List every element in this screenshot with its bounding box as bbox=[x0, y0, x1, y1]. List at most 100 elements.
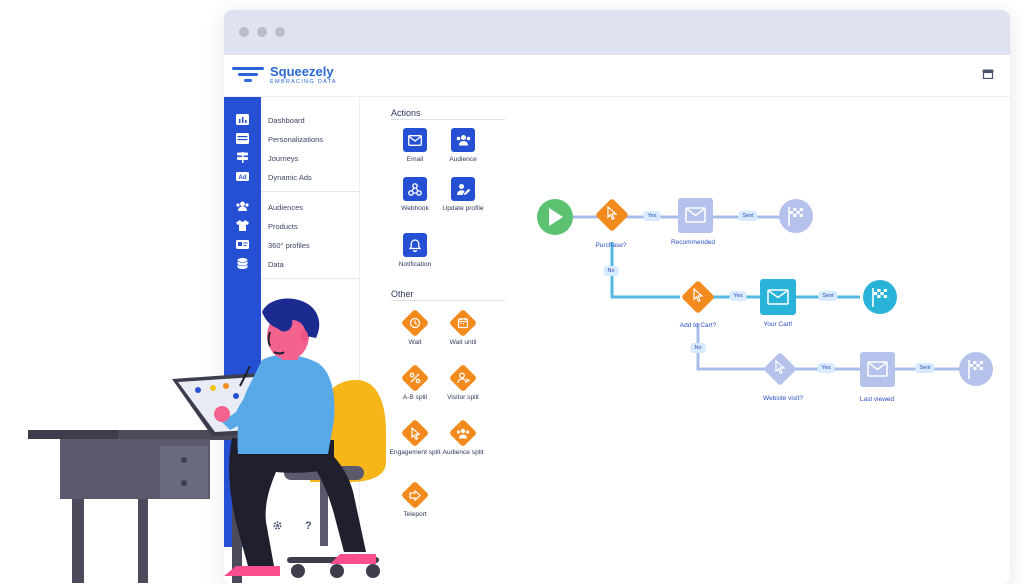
node-label-purchase: Purchase? bbox=[595, 242, 627, 249]
palette-tile-update-profile[interactable]: Update profile bbox=[436, 177, 490, 213]
palette-tile-teleport[interactable]: Teleport bbox=[388, 483, 442, 519]
sidebar-item-dynamic-ads[interactable]: Dynamic Ads bbox=[268, 173, 312, 182]
sidebar-item-journeys[interactable]: Journeys bbox=[268, 154, 299, 163]
node-label-add-to-cart: Add to Cart? bbox=[679, 322, 717, 329]
clock-icon bbox=[409, 317, 421, 329]
cursor-icon bbox=[607, 205, 618, 221]
end-node[interactable] bbox=[779, 199, 813, 233]
edge-label-yes: Yes bbox=[817, 363, 835, 373]
squeezely-logo-icon bbox=[232, 65, 266, 85]
webhook-icon bbox=[408, 182, 422, 196]
window-control-dot[interactable] bbox=[275, 27, 285, 37]
window-control-dot[interactable] bbox=[239, 27, 249, 37]
users-icon bbox=[456, 135, 470, 146]
email-icon bbox=[867, 361, 888, 377]
sidebar-item-audiences[interactable]: Audiences bbox=[268, 203, 304, 212]
journey-flow-canvas bbox=[537, 198, 993, 387]
decision-node-website-visit[interactable] bbox=[763, 352, 797, 386]
action-node-recommended[interactable] bbox=[678, 198, 713, 233]
window-titlebar bbox=[224, 10, 1010, 55]
app-header: Squeezely EMBRACING DATA bbox=[224, 55, 1010, 97]
edge-label-sent: Sent bbox=[818, 291, 838, 301]
brand-tagline: EMBRACING DATA bbox=[270, 79, 337, 85]
node-label-recommended: Recommended bbox=[670, 239, 716, 246]
tshirt-icon[interactable] bbox=[236, 220, 249, 231]
calendar-icon bbox=[457, 318, 469, 329]
teleport-icon bbox=[409, 489, 421, 501]
percent-icon bbox=[409, 372, 421, 384]
palette-tile-email[interactable]: Email bbox=[388, 128, 442, 164]
section-divider bbox=[391, 300, 505, 301]
node-label-last-viewed: Last viewed bbox=[859, 396, 895, 403]
sidebar-item-dashboard[interactable]: Dashboard bbox=[268, 116, 305, 125]
action-node-your-cart[interactable] bbox=[760, 279, 796, 315]
actions-section-title: Actions bbox=[391, 108, 421, 118]
window-control-dot[interactable] bbox=[257, 27, 267, 37]
cursor-icon bbox=[693, 287, 704, 303]
tile-label: Wait until bbox=[449, 339, 477, 346]
window-icon[interactable] bbox=[236, 133, 249, 144]
decision-node-add-to-cart[interactable] bbox=[681, 280, 715, 314]
edge-label-sent: Sent bbox=[738, 211, 758, 221]
email-icon bbox=[685, 207, 706, 223]
action-node-last-viewed[interactable] bbox=[860, 352, 895, 387]
palette-tile-visitor-split[interactable]: Visitor split bbox=[436, 366, 490, 402]
gear-icon[interactable] bbox=[272, 520, 283, 534]
edge-label-no: No bbox=[690, 343, 706, 353]
sidebar-item-products[interactable]: Products bbox=[268, 222, 298, 231]
users-icon[interactable] bbox=[236, 201, 249, 212]
edit-user-icon bbox=[456, 183, 470, 195]
sidebar-item-personalizations[interactable]: Personalizations bbox=[268, 135, 324, 144]
tile-label: Webhook bbox=[401, 205, 429, 212]
end-node[interactable] bbox=[959, 352, 993, 386]
tile-label: A-B split bbox=[402, 394, 428, 401]
users-icon bbox=[456, 428, 470, 438]
bell-icon bbox=[409, 238, 421, 252]
cursor-icon bbox=[410, 426, 420, 440]
tile-label: Visitor split bbox=[447, 394, 479, 401]
visitor-icon bbox=[456, 372, 470, 384]
brand-logo[interactable]: Squeezely EMBRACING DATA bbox=[232, 65, 337, 86]
tile-label: Audience bbox=[449, 156, 477, 163]
ad-icon[interactable]: Ad bbox=[236, 171, 249, 182]
edge-label-no: No bbox=[603, 266, 619, 276]
cursor-icon bbox=[775, 359, 786, 375]
email-icon bbox=[408, 134, 422, 146]
signpost-icon[interactable] bbox=[236, 152, 249, 163]
sidebar-item-360-profiles[interactable]: 360° profiles bbox=[268, 241, 310, 250]
tile-label: Email bbox=[406, 156, 424, 163]
palette-tile-audience-split[interactable]: Audience split bbox=[436, 421, 490, 457]
journey-flow: Purchase? Recommended Add to Cart? Your … bbox=[530, 190, 1010, 410]
section-divider bbox=[391, 119, 505, 120]
menu-divider bbox=[261, 191, 360, 192]
palette-tile-audience[interactable]: Audience bbox=[436, 128, 490, 164]
tile-label: Teleport bbox=[403, 511, 427, 518]
sidebar-item-data[interactable]: Data bbox=[268, 260, 284, 269]
play-icon bbox=[549, 208, 563, 226]
palette-tile-wait-until[interactable]: Wait until bbox=[436, 311, 490, 347]
id-card-icon[interactable] bbox=[236, 239, 249, 250]
tile-label: Audience split bbox=[442, 449, 484, 456]
tile-label: Notification bbox=[398, 261, 432, 268]
database-icon[interactable] bbox=[236, 258, 249, 269]
bar-chart-icon[interactable] bbox=[236, 114, 249, 125]
node-label-your-cart: Your Cart! bbox=[763, 321, 793, 328]
palette-tile-ab-split[interactable]: A-B split bbox=[388, 366, 442, 402]
decision-node-purchase[interactable] bbox=[595, 198, 629, 232]
tile-label: Engagement split bbox=[389, 449, 441, 456]
node-label-website-visit: Website visit? bbox=[763, 395, 803, 402]
palette-tile-notification[interactable]: Notification bbox=[388, 233, 442, 269]
store-icon[interactable] bbox=[982, 69, 994, 79]
start-node[interactable] bbox=[537, 199, 573, 235]
palette-tile-wait[interactable]: Wait bbox=[388, 311, 442, 347]
help-icon[interactable]: ? bbox=[305, 520, 312, 532]
tile-label: Wait bbox=[408, 339, 422, 346]
palette-tile-webhook[interactable]: Webhook bbox=[388, 177, 442, 213]
tile-label: Update profile bbox=[442, 205, 484, 212]
end-node[interactable] bbox=[863, 280, 897, 314]
edge-label-yes: Yes bbox=[643, 211, 661, 221]
palette-tile-engagement-split[interactable]: Engagement split bbox=[388, 421, 442, 457]
sidebar-rail: Ad bbox=[224, 97, 261, 547]
brand-name: Squeezely bbox=[270, 64, 334, 79]
